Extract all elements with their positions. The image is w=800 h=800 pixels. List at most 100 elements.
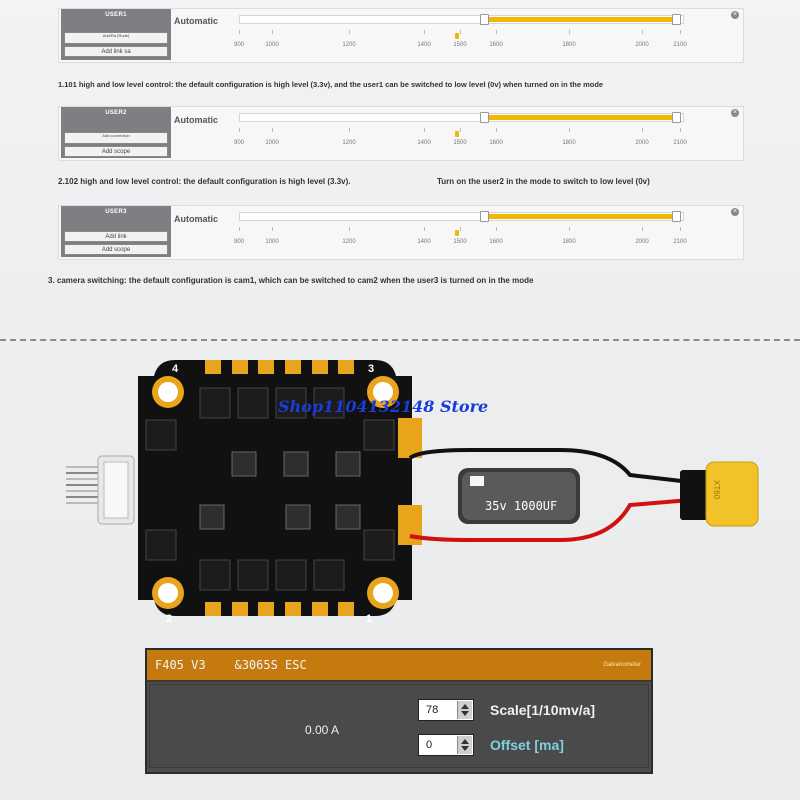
driver-chips [199,451,361,530]
capacitor-label: 35v 1000UF [485,499,557,513]
tick-mark [569,227,570,231]
mode-label: Automatic [174,16,219,26]
tick-label: 2000 [635,140,649,146]
tick-mark [272,30,273,34]
tick-label: 900 [233,239,245,245]
tick-label: 2100 [673,140,687,146]
scale-spin-buttons[interactable] [457,701,472,719]
offset-value: 0 [426,739,433,751]
tick-mark [680,128,681,132]
tick-label: 1400 [417,239,431,245]
range-fill [489,115,677,120]
tick-label: 1800 [562,42,576,48]
corner-label-4: 4 [172,363,179,375]
user3-panel: USER3 Add link Add scope Automatic × 900… [58,205,744,260]
tick-label: 1000 [265,140,279,146]
offset-label: Offset [ma] [490,737,564,753]
range-slider[interactable] [239,14,684,25]
range-low-handle[interactable] [480,14,489,25]
range-low-handle[interactable] [480,211,489,222]
caption-2: 2.102 high and low level control: the de… [58,177,351,186]
pcb-outline [138,360,412,616]
tick-mark [424,30,425,34]
tick-mark [496,227,497,231]
tick-label: 1500 [453,42,467,48]
tick-mark [680,227,681,231]
corner-label-2: 2 [166,613,172,625]
mosfets [145,387,395,591]
tick-mark [239,30,240,34]
tick-mark [569,30,570,34]
range-low-handle[interactable] [480,112,489,123]
tick-mark [272,227,273,231]
user3-add-link-button[interactable]: Add link [64,231,168,242]
caption-3: 3. camera switching: the default configu… [48,276,534,285]
galvanometer-header: F405 V3 &3065S ESC Galvanometer [147,650,651,682]
corner-label-3: 3 [368,363,374,375]
close-icon[interactable]: × [731,109,739,117]
tick-mark [642,128,643,132]
mode-label: Automatic [174,115,219,125]
store-watermark: Shop1104132148 Store [278,397,489,416]
chevron-up-icon[interactable] [461,704,469,709]
tick-mark [496,30,497,34]
range-high-handle[interactable] [672,14,681,25]
range-high-handle[interactable] [672,211,681,222]
close-icon[interactable]: × [731,208,739,216]
user1-add-rude-button[interactable]: Add/Ra (Rude) [64,32,168,44]
user3-add-scope-button[interactable]: Add scope [64,244,168,255]
tick-label: 1800 [562,239,576,245]
user2-add-scope-button[interactable]: Add scope [64,146,168,157]
negative-wire [408,448,691,484]
chevron-down-icon[interactable] [461,746,469,751]
user3-box: USER3 Add link Add scope [61,206,171,257]
user2-add-connection-button[interactable]: Add connection [64,132,168,144]
tick-mark [642,227,643,231]
xt60-label: XT60 [712,480,721,500]
tick-mark [460,30,461,34]
range-high-handle[interactable] [672,112,681,123]
tick-mark [272,128,273,132]
user2-panel: USER2 Add connection Add scope Automatic… [58,106,744,161]
tick-mark [239,128,240,132]
scale-stepper[interactable]: 78 [418,699,474,721]
range-slider[interactable] [239,112,684,123]
user1-add-link-button[interactable]: Add link sa [64,46,168,57]
tick-label: 1000 [265,42,279,48]
scale-label: Scale[1/10mv/a] [490,702,596,718]
tick-mark [349,227,350,231]
tick-label: 1800 [562,140,576,146]
user3-title: USER3 [105,209,127,215]
tick-label: 1200 [342,239,356,245]
range-slider[interactable] [239,211,684,222]
tick-mark [569,128,570,132]
tick-label: 900 [233,140,245,146]
tick-label: 1200 [342,140,356,146]
positive-wire [409,498,691,542]
tick-label: 2100 [673,42,687,48]
scale-value: 78 [426,704,439,716]
channel-marker [455,131,459,137]
chevron-up-icon[interactable] [461,739,469,744]
offset-spin-buttons[interactable] [457,736,472,754]
tick-mark [239,227,240,231]
tick-label: 2000 [635,42,649,48]
user1-box: USER1 Add/Ra (Rude) Add link sa [61,9,171,60]
galvanometer-title: F405 V3 &3065S ESC [155,658,307,672]
channel-marker [455,230,459,236]
current-reading: 0.00 A [305,723,340,737]
caption-1: 1.101 high and low level control: the de… [58,80,604,89]
offset-stepper[interactable]: 0 [418,734,474,756]
ribbon-cable [66,455,135,525]
tick-label: 1500 [453,239,467,245]
tick-label: 900 [233,42,245,48]
mode-label: Automatic [174,214,219,224]
close-icon[interactable]: × [731,11,739,19]
tick-mark [349,128,350,132]
tick-mark [424,128,425,132]
tick-label: 1000 [265,239,279,245]
galvanometer-panel: F405 V3 &3065S ESC Galvanometer 0.00 A 7… [145,648,653,774]
chevron-down-icon[interactable] [461,711,469,716]
tick-mark [349,30,350,34]
tick-label: 2000 [635,239,649,245]
